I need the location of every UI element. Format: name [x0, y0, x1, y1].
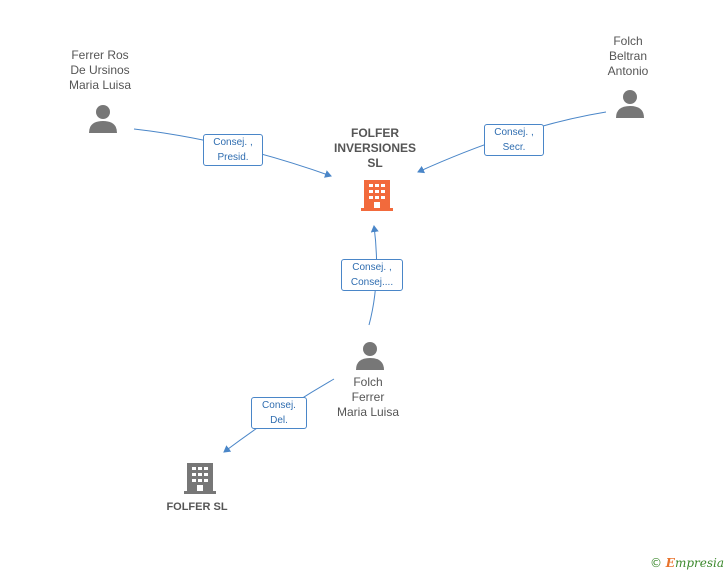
company-name-folfer-inversiones[interactable]: FOLFER INVERSIONES SL: [333, 126, 417, 170]
brand-footer: © Empresia: [650, 556, 724, 570]
company-name-folfer-sl[interactable]: FOLFER SL: [166, 501, 228, 513]
person-icon[interactable]: [355, 340, 385, 370]
building-icon[interactable]: [361, 178, 393, 212]
brand-logo-initial: E: [665, 556, 675, 570]
edge-label-folch-beltran[interactable]: Consej. , Secr.: [484, 124, 544, 156]
edge-label-folfer-sl[interactable]: Consej. Del.: [251, 397, 307, 429]
building-icon[interactable]: [184, 461, 216, 495]
person-name-folch-beltran[interactable]: Folch Beltran Antonio: [607, 34, 649, 78]
edge-label-ferrer-ros[interactable]: Consej. , Presid.: [203, 134, 263, 166]
person-name-folch-ferrer[interactable]: Folch Ferrer Maria Luisa: [336, 375, 400, 419]
copyright-symbol: ©: [649, 556, 662, 570]
person-icon[interactable]: [88, 103, 118, 133]
brand-logo-text: mpresia: [674, 556, 724, 570]
person-icon[interactable]: [615, 88, 645, 118]
person-name-ferrer-ros[interactable]: Ferrer Ros De Ursinos Maria Luisa: [68, 48, 132, 92]
edge-label-folch-ferrer[interactable]: Consej. , Consej....: [341, 259, 403, 291]
